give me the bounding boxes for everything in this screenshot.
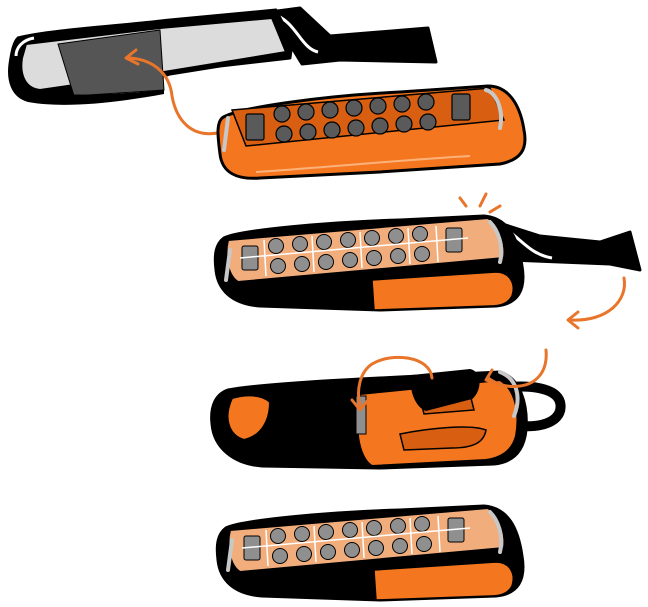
window-button xyxy=(365,231,380,246)
remote-button xyxy=(420,114,436,130)
window-button xyxy=(317,235,332,250)
window-button xyxy=(389,229,404,244)
window-button xyxy=(391,249,406,264)
window-button xyxy=(415,517,430,532)
curved-arrow-icon xyxy=(570,278,625,320)
cover-gray-strip xyxy=(356,396,366,434)
window-button xyxy=(417,537,432,552)
window-button xyxy=(297,547,312,562)
window-button xyxy=(393,539,408,554)
step-2-cover-fitted xyxy=(215,194,640,328)
window-button xyxy=(295,257,310,272)
window-button xyxy=(319,255,334,270)
step-4-finished xyxy=(217,506,523,600)
remote-button xyxy=(452,94,470,120)
remote-button xyxy=(346,100,362,116)
remote-button xyxy=(370,98,386,114)
window-button xyxy=(321,545,336,560)
window-button xyxy=(345,543,360,558)
window-button xyxy=(319,525,334,540)
window-button xyxy=(341,233,356,248)
remote-button xyxy=(396,116,412,132)
remote-button xyxy=(372,118,388,134)
remote-button xyxy=(274,106,290,122)
window-button xyxy=(367,521,382,536)
window-button xyxy=(391,519,406,534)
window-button xyxy=(273,549,288,564)
remote-button xyxy=(298,104,314,120)
window-button xyxy=(367,251,382,266)
window-button xyxy=(293,237,308,252)
window-button xyxy=(343,253,358,268)
step-3-fold-flaps xyxy=(212,350,561,468)
click-burst-icon xyxy=(460,194,500,212)
cover-strap xyxy=(270,8,436,64)
remote-button xyxy=(324,122,340,138)
step-1-slide-cover xyxy=(10,8,525,178)
window-button xyxy=(415,247,430,262)
window-button xyxy=(271,529,286,544)
window-button xyxy=(369,541,384,556)
window-button xyxy=(413,227,428,242)
remote-button xyxy=(394,96,410,112)
window-button xyxy=(295,527,310,542)
remote-button xyxy=(300,124,316,140)
remote-button xyxy=(276,126,292,142)
window-button xyxy=(269,239,284,254)
remote-button xyxy=(246,114,264,140)
window-button xyxy=(271,259,286,274)
window-button xyxy=(343,523,358,538)
remote-button xyxy=(322,102,338,118)
remote-button xyxy=(418,94,434,110)
remote-button xyxy=(348,120,364,136)
